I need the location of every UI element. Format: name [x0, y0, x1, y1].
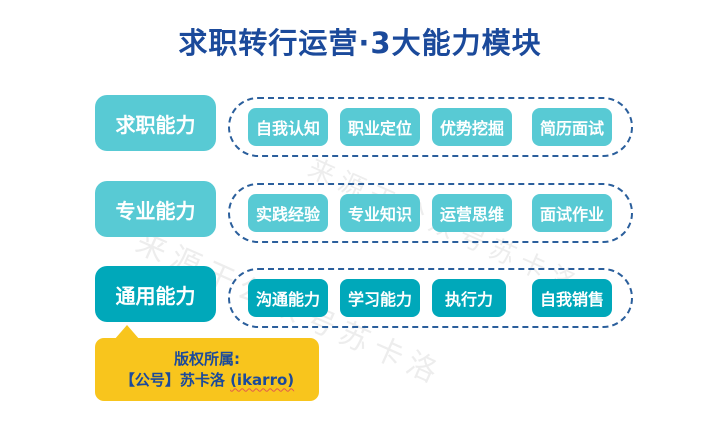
copyright-callout: 版权所属: 【公号】苏卡洛 (ikarro) — [95, 338, 319, 401]
callout-arrow-up — [114, 325, 140, 340]
row-label-job-seeking: 求职能力 — [95, 95, 216, 151]
capability-chip: 实践经验 — [248, 194, 329, 232]
capability-chip: 运营思维 — [432, 194, 513, 232]
capability-chip: 执行力 — [432, 279, 506, 317]
copyright-brand: (ikarro) — [230, 370, 295, 389]
copyright-line2: 【公号】苏卡洛 (ikarro) — [120, 370, 294, 391]
row-group-general: 沟通能力 学习能力 执行力 自我销售 — [228, 268, 633, 328]
capability-chip: 专业知识 — [340, 194, 421, 232]
copyright-line1: 版权所属: — [174, 349, 240, 368]
copyright-account: 【公号】苏卡洛 — [119, 370, 231, 389]
capability-chip: 沟通能力 — [248, 279, 329, 317]
row-label-professional: 专业能力 — [95, 181, 216, 237]
capability-chip: 职业定位 — [340, 108, 421, 146]
capability-chip: 自我销售 — [532, 279, 613, 317]
capability-chip: 学习能力 — [340, 279, 421, 317]
page-title: 求职转行运营·3大能力模块 — [178, 26, 542, 60]
capability-chip: 自我认知 — [248, 108, 329, 146]
row-group-professional: 实践经验 专业知识 运营思维 面试作业 — [228, 183, 633, 243]
capability-chip: 简历面试 — [532, 108, 613, 146]
capability-chip: 优势挖掘 — [432, 108, 513, 146]
row-label-general: 通用能力 — [95, 266, 216, 322]
capability-chip: 面试作业 — [532, 194, 613, 232]
row-group-job-seeking: 自我认知 职业定位 优势挖掘 简历面试 — [228, 97, 633, 157]
